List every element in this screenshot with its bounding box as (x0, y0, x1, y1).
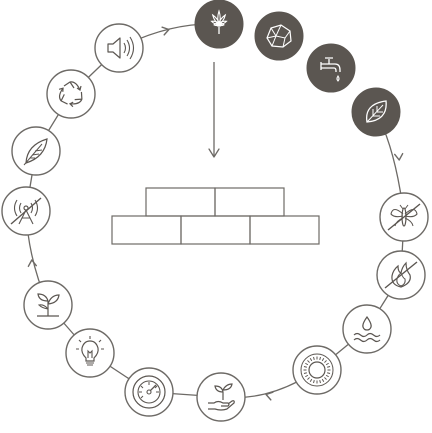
down-arrow-icon (208, 62, 220, 158)
hemp-leaf-icon (210, 9, 228, 34)
cycle-node-12 (1, 186, 51, 236)
cycle-node-4 (379, 192, 429, 242)
no-signal-icon (10, 197, 42, 225)
cycle-node-14 (46, 69, 96, 119)
cycle-node-1 (254, 11, 304, 61)
no-insects-icon (387, 203, 421, 231)
node-circle (124, 367, 174, 417)
cycle-node-0 (194, 0, 244, 49)
water-drop-icon (353, 315, 381, 343)
light-bulb-icon (76, 336, 104, 366)
cycle-node-15 (94, 23, 144, 73)
node-circle (196, 372, 246, 422)
seedling-icon (37, 293, 60, 317)
node-circle (194, 0, 244, 49)
center-group (111, 62, 320, 245)
cycle-arrowhead-3 (161, 26, 170, 36)
cycle-node-8 (196, 372, 246, 422)
recycle-icon (58, 81, 83, 108)
cycle-arrowhead-0 (393, 152, 404, 161)
cycle-arrowhead-1 (265, 391, 274, 401)
water-tap-icon (320, 57, 341, 82)
cycle-node-11 (23, 280, 73, 330)
node-circle (254, 11, 304, 61)
brick-wall-icon (111, 187, 320, 245)
cycle-node-10 (65, 328, 115, 378)
cycle-node-7 (292, 345, 342, 395)
node-circle (292, 345, 342, 395)
speaker-icon (107, 36, 135, 60)
hand-sprout-icon (208, 383, 235, 411)
cycle-nodes (1, 0, 429, 422)
cycle-arrowhead-2 (27, 259, 38, 268)
cycle-node-9 (124, 367, 174, 417)
cycle-node-13 (11, 126, 61, 176)
gauge-icon (132, 375, 166, 409)
leaf-icon (365, 100, 387, 123)
sun-icon (300, 353, 334, 387)
cycle-node-3 (351, 87, 401, 137)
stones-icon (266, 24, 292, 48)
node-circle (342, 304, 392, 354)
node-circle (46, 69, 96, 119)
cycle-node-5 (376, 250, 426, 300)
cycle-node-2 (306, 43, 356, 93)
no-fire-icon (384, 261, 418, 289)
feather-icon (23, 138, 48, 166)
cycle-node-6 (342, 304, 392, 354)
node-circle (94, 23, 144, 73)
